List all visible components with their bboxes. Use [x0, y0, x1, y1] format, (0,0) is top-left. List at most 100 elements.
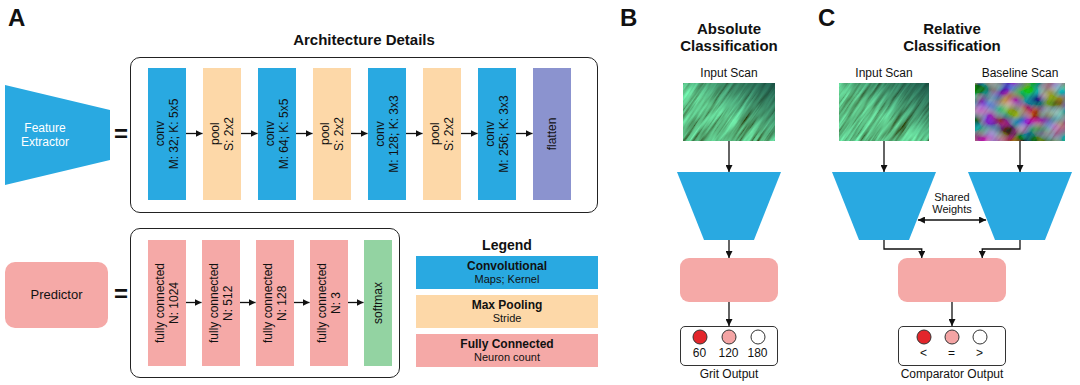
rotated-text-group: softmax	[370, 281, 384, 323]
architecture-frame: Architecture DetailsconvM: 32; K: 5x5poo…	[130, 57, 598, 213]
layer-box: flatten	[533, 68, 571, 200]
image-caption: Input Scan	[827, 66, 941, 80]
class-value: <	[909, 346, 939, 360]
connector-arrow	[884, 240, 922, 258]
legend-entry: Fully Connected	[416, 337, 598, 351]
layer-parameters: M: 64; K: 5x5	[277, 98, 291, 169]
connector-arrow	[241, 133, 258, 134]
input-scan-image	[683, 83, 775, 141]
layer-box: poolS: 2x2	[423, 68, 461, 200]
trapezoid-outline	[832, 172, 936, 240]
connector-arrow	[186, 302, 202, 303]
trapezoid-fill	[5, 85, 110, 185]
layer-box: convM: 128; K: 3x3	[368, 68, 406, 200]
layer-box: fully connectedN: 128	[256, 240, 294, 366]
layer-type: conv	[372, 95, 386, 172]
layer-parameters: S: 2x2	[332, 116, 346, 150]
class-value: >	[965, 346, 995, 360]
scan-texture	[683, 83, 775, 141]
scan-shade	[839, 83, 929, 141]
scan-streaks	[975, 83, 1065, 141]
layer-box: fully connectedN: 1024	[148, 240, 186, 366]
trapezoid-fill	[832, 172, 936, 240]
connector-arrow	[728, 240, 729, 258]
layer-parameters: N: 128	[275, 262, 289, 342]
class-circle	[973, 330, 987, 344]
class-circle	[722, 330, 736, 344]
trapezoid-outline	[968, 172, 1072, 240]
output-panel: <=>Comparator Output	[898, 326, 1006, 366]
output-caption: Grit Output	[657, 367, 801, 381]
image-caption: Input Scan	[671, 66, 787, 80]
rotated-text-group: fully connectedN: 512	[206, 262, 235, 342]
scan-texture	[839, 83, 929, 141]
predictor-block	[898, 258, 1006, 302]
trapezoid-outline	[677, 172, 781, 240]
block-label: Predictor	[30, 287, 82, 303]
layer-parameters: S: 2x2	[442, 116, 456, 150]
rotated-text-group: convM: 32; K: 5x5	[152, 98, 181, 169]
rotated-text-group: poolS: 2x2	[207, 116, 236, 150]
legend-entry: Convolutional	[416, 259, 598, 273]
connector-arrow	[294, 302, 310, 303]
scan-image: Input Scan	[683, 83, 775, 141]
connector-arrow	[982, 240, 1020, 258]
layer-parameters: M: 32; K: 5x5	[167, 98, 181, 169]
layer-parameters: N: 3	[329, 262, 343, 342]
baseline-scan-image	[975, 83, 1065, 141]
class-value: 120	[714, 346, 744, 360]
class-circle	[945, 330, 959, 344]
layer-type: fully connected	[314, 262, 328, 342]
layer-type: conv	[482, 95, 496, 172]
scan-image: Baseline Scan	[975, 83, 1065, 141]
block-label: Feature Extractor	[9, 121, 81, 150]
class-value: 60	[685, 346, 715, 360]
layer-box: convM: 64; K: 5x5	[258, 68, 296, 200]
connector-arrow	[351, 133, 368, 134]
layer-box: fully connectedN: 3	[310, 240, 348, 366]
layer-type: flatten	[544, 117, 558, 150]
legend-description: Neuron count	[416, 351, 598, 364]
frame-heading: Architecture Details	[131, 31, 597, 49]
rotated-text-group: fully connectedN: 1024	[152, 262, 181, 342]
connector-arrow	[918, 219, 986, 220]
class-circle	[751, 330, 765, 344]
rotated-text-group: poolS: 2x2	[427, 116, 456, 150]
output-panel: 60120180Grit Output	[680, 326, 778, 366]
layer-box: poolS: 2x2	[203, 68, 241, 200]
connector-arrow	[240, 302, 256, 303]
layer-parameters: N: 1024	[167, 262, 181, 342]
connector-arrow	[348, 302, 364, 303]
connector-arrow	[516, 133, 533, 134]
predictor-frame: fully connectedN: 1024fully connectedN: …	[130, 228, 400, 378]
legend-description: Maps; Kernel	[416, 273, 598, 286]
panel-letter: B	[620, 4, 646, 32]
output-caption: Comparator Output	[875, 367, 1029, 381]
layer-type: fully connected	[260, 262, 274, 342]
class-value: 180	[743, 346, 773, 360]
layer-type: pool	[207, 116, 221, 150]
legend-entry: Max Pooling	[416, 298, 598, 312]
layer-type: conv	[152, 98, 166, 169]
connector-arrow	[728, 302, 729, 326]
connector-arrow	[186, 133, 203, 134]
predictor-block	[680, 258, 778, 302]
class-value: =	[937, 346, 967, 360]
text-group: Feature Extractor	[9, 85, 81, 185]
layer-type: pool	[317, 116, 331, 150]
class-circle	[917, 330, 931, 344]
legend-description: Stride	[416, 312, 598, 325]
text-group: Predictor	[5, 262, 108, 328]
connector-arrow	[728, 141, 729, 172]
legend-heading: Legend	[416, 237, 598, 253]
feature-extractor-block: Feature Extractor	[5, 85, 110, 185]
input-scan-image	[839, 83, 929, 141]
layer-box: softmax	[364, 240, 392, 366]
class-circles	[693, 330, 987, 344]
rotated-text-group: fully connectedN: 3	[314, 262, 343, 342]
rotated-text-group: poolS: 2x2	[317, 116, 346, 150]
rotated-text-group: convM: 128; K: 3x3	[372, 95, 401, 172]
layer-type: fully connected	[152, 262, 166, 342]
panel-letter: A	[8, 4, 34, 32]
layer-parameters: S: 2x2	[222, 116, 236, 150]
